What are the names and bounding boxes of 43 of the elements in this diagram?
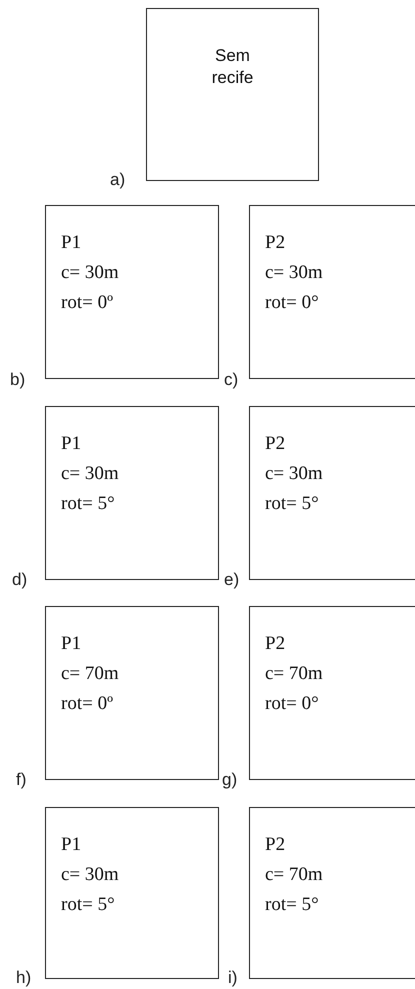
parameter-text: rot= 0º (61, 292, 113, 314)
parameter-text: rot= 5° (61, 894, 115, 916)
panel-letter: b) (10, 370, 26, 390)
parameter-text: c= 70m (265, 663, 323, 685)
parameter-text: P2 (265, 232, 286, 254)
panel-caption: Sem recife (210, 45, 254, 89)
parameter-text: P2 (265, 633, 286, 655)
parameter-text: rot= 5° (61, 493, 115, 515)
panel-letter: a) (110, 170, 126, 190)
parameter-text: c= 70m (265, 864, 323, 886)
panel-box (249, 205, 415, 379)
parameter-text: c= 30m (61, 864, 119, 886)
parameter-text: P2 (265, 433, 286, 455)
parameter-text: rot= 5° (265, 894, 319, 916)
parameter-text: c= 30m (61, 262, 119, 284)
parameter-text: c= 70m (61, 663, 119, 685)
panel-box (249, 606, 415, 780)
panel-box (146, 8, 319, 181)
parameter-text: P1 (61, 834, 82, 856)
parameter-text: rot= 0° (265, 693, 319, 715)
panel-box (249, 807, 415, 979)
parameter-text: rot= 0º (61, 693, 113, 715)
panel-box (45, 406, 219, 580)
panel-letter: d) (12, 570, 28, 590)
panel-box (45, 807, 219, 979)
panel-letter: e) (224, 570, 240, 590)
parameter-text: rot= 0° (265, 292, 319, 314)
parameter-text: P2 (265, 834, 286, 856)
parameter-text: c= 30m (265, 262, 323, 284)
panel-box (45, 205, 219, 379)
panel-letter: c) (224, 370, 238, 390)
parameter-text: c= 30m (61, 463, 119, 485)
panel-box (249, 406, 415, 580)
parameter-text: P1 (61, 633, 82, 655)
panel-letter: h) (16, 968, 32, 988)
parameter-text: c= 30m (265, 463, 323, 485)
parameter-text: P1 (61, 433, 82, 455)
parameter-text: P1 (61, 232, 82, 254)
panel-letter: g) (222, 770, 238, 790)
panel-letter: i) (228, 968, 238, 988)
panel-letter: f) (16, 770, 26, 790)
parameter-text: rot= 5° (265, 493, 319, 515)
panel-box (45, 606, 219, 780)
